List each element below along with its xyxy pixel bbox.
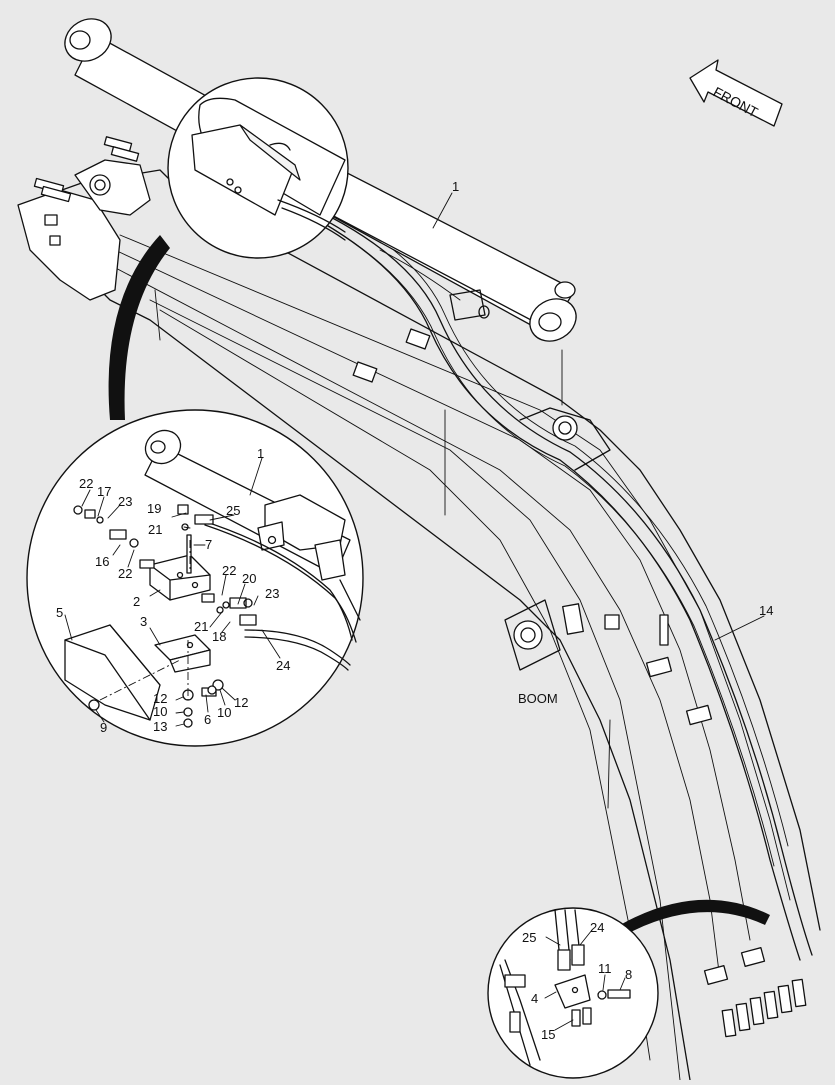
callout-main-1: 1 — [452, 179, 459, 194]
callout-a-9: 9 — [100, 720, 107, 735]
callout-a-16: 16 — [95, 554, 109, 569]
callout-b-15: 15 — [541, 1027, 555, 1042]
callout-b-4: 4 — [531, 991, 538, 1006]
callout-b-8: 8 — [625, 967, 632, 982]
callout-a-25: 25 — [226, 503, 240, 518]
callout-a-3: 3 — [140, 614, 147, 629]
callout-a-22-top: 22 — [79, 476, 93, 491]
callout-a-22-mid: 22 — [118, 566, 132, 581]
callout-a-21: 21 — [148, 522, 162, 537]
callout-a-13: 13 — [153, 719, 167, 734]
leader-lines — [64, 192, 765, 1031]
callout-a-7: 7 — [205, 537, 212, 552]
detail-circle-a — [26, 409, 364, 747]
callout-a-24: 24 — [276, 658, 290, 673]
callout-labels: 1 14 BOOM 1 25 19 21 7 22 17 23 16 22 2 … — [56, 179, 773, 1042]
callout-a-21-low: 21 — [194, 619, 208, 634]
callout-a-2: 2 — [133, 594, 140, 609]
callout-a-12-left: 12 — [153, 691, 167, 706]
callout-a-19: 19 — [147, 501, 161, 516]
detail-circle-top — [167, 77, 349, 259]
boom-label: BOOM — [518, 691, 558, 706]
callout-a-12-right: 12 — [234, 695, 248, 710]
callout-a-23-left: 23 — [118, 494, 132, 509]
callout-a-22-right: 22 — [222, 563, 236, 578]
callout-a-10-left: 10 — [153, 704, 167, 719]
callout-a-5: 5 — [56, 605, 63, 620]
leader-curve-bottom — [620, 899, 770, 935]
callout-a-17: 17 — [97, 484, 111, 499]
boom-structure — [17, 136, 821, 1081]
front-arrow: FRONT — [689, 59, 783, 127]
callout-b-25: 25 — [522, 930, 536, 945]
callout-a-10-right: 10 — [217, 705, 231, 720]
leader-curve-top — [108, 235, 170, 420]
callout-a-1: 1 — [257, 446, 264, 461]
callout-a-23-right: 23 — [265, 586, 279, 601]
callout-a-20: 20 — [242, 571, 256, 586]
detail-circle-b — [487, 907, 659, 1079]
callout-a-18: 18 — [212, 629, 226, 644]
callout-main-14: 14 — [759, 603, 773, 618]
callout-b-11: 11 — [598, 961, 612, 976]
callout-a-6: 6 — [204, 712, 211, 727]
callout-b-24: 24 — [590, 920, 604, 935]
